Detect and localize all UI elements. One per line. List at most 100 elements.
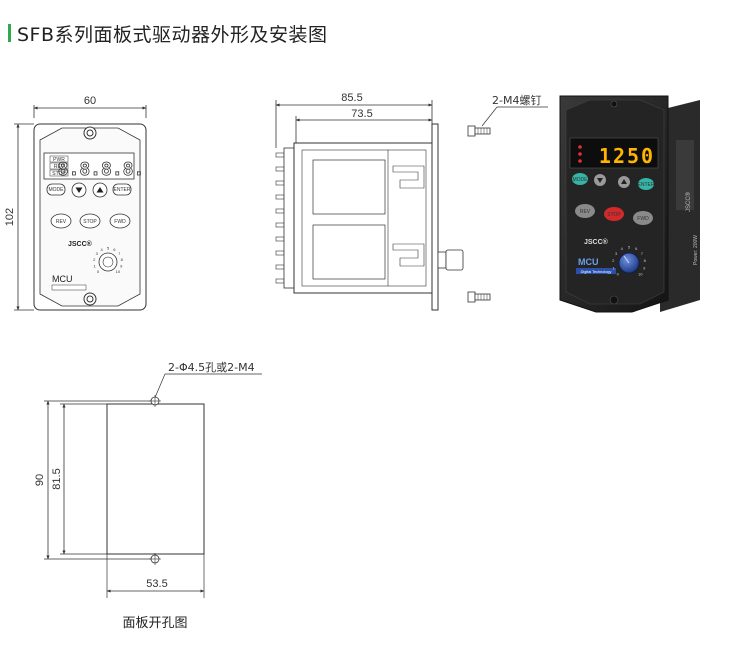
side-lower-panel: [312, 224, 386, 280]
photo-enter-label: ENTER: [638, 182, 655, 188]
knob-scale-label: 9: [120, 264, 123, 269]
front-mcu-strip: [51, 284, 87, 291]
photo-fwd-button: [633, 211, 653, 225]
knob-scale-label: 4: [621, 246, 624, 251]
front-height-label: 102: [4, 208, 16, 226]
photo-led-1: [578, 145, 582, 149]
screw-bottom-icon: [467, 291, 491, 303]
side-body-label: 73.5: [351, 108, 372, 120]
knob-scale-label: 0: [617, 272, 620, 277]
knob-scale-label: 1: [613, 265, 616, 270]
photo-fwd-label: FWD: [637, 216, 649, 222]
side-upper-clip: [392, 165, 425, 189]
front-rev-button: [50, 213, 72, 229]
terminal-pin: [275, 222, 285, 228]
photo-mcu-label: MCU: [578, 257, 599, 267]
page-title: SFB系列面板式驱动器外形及安装图: [17, 23, 328, 46]
front-fwd-label: FWD: [114, 219, 126, 225]
photo-bottom-hole-icon: [609, 295, 619, 305]
terminal-pin: [275, 166, 285, 172]
knob-scale-label: 8: [644, 258, 647, 263]
photo-side-brand: JSCC®: [685, 191, 692, 212]
side-knob-icon: [445, 249, 464, 271]
photo-stop-label: STOP: [607, 212, 621, 218]
front-stop-label: STOP: [83, 219, 97, 225]
photo-rev-button: [575, 204, 595, 218]
side-knob-base: [437, 251, 447, 269]
front-rev-label: REV: [56, 219, 67, 225]
photo-mode-label: MODE: [573, 177, 589, 183]
front-display-digits: 8.8.8.8.: [58, 159, 145, 180]
knob-scale-label: 7: [641, 251, 644, 256]
cutout-inner-height-dimension: 81.5: [51, 403, 107, 555]
knob-scale-label: 8: [121, 257, 124, 262]
photo-display-frame: [569, 137, 659, 169]
cutout-outer-height-dimension: 90: [34, 400, 151, 560]
cutout-width-dimension: 53.5: [106, 554, 205, 598]
terminal-pin: [275, 250, 285, 256]
knob-scale-label: 10: [638, 272, 643, 277]
front-mode-button: [46, 183, 66, 196]
photo-display-digits: 1250: [599, 144, 655, 168]
knob-scale-label: 9: [643, 265, 646, 270]
front-width-dimension: 60: [33, 95, 147, 118]
side-terminal-pins: [275, 152, 285, 284]
cutout-width-label: 53.5: [146, 578, 167, 590]
title-bar: SFB系列面板式驱动器外形及安装图: [8, 22, 328, 46]
front-mcu-label: MCU: [52, 274, 73, 284]
photo-led-2: [578, 152, 582, 156]
photo-down-arrow-icon: [597, 178, 603, 183]
photo-rev-label: REV: [580, 209, 591, 215]
photo-mcu-strip: [576, 268, 616, 274]
cutout-outer-height-label: 90: [34, 474, 46, 486]
front-enter-label: ENTER: [114, 187, 131, 193]
cutout-rectangle: [106, 403, 205, 555]
side-overall-dimension: 85.5: [275, 92, 433, 148]
knob-scale-label: 5: [107, 245, 110, 250]
side-lower-clip: [392, 243, 425, 267]
front-width-label: 60: [84, 95, 96, 107]
knob-scale-label: 3: [96, 251, 99, 256]
photo-mode-button: [572, 173, 588, 185]
terminal-pin: [275, 264, 285, 270]
knob-scale-label: 6: [113, 247, 116, 252]
front-stop-button: [79, 213, 101, 229]
photo-brand-logo: JSCC®: [584, 238, 609, 246]
knob-scale-label: 7: [118, 251, 121, 256]
knob-scale-label: 5: [628, 244, 631, 249]
front-view: 60 102 PWR REV STOP 8.8.8.8. MODE: [4, 95, 147, 311]
photo-top-hole-icon: [610, 100, 618, 108]
front-height-dimension: 102: [4, 123, 34, 311]
cutout-drawing: 2-Φ4.5孔或2-M4 90 81.5: [34, 361, 262, 631]
terminal-pin: [275, 278, 285, 284]
knob-scale-label: 2: [93, 257, 96, 262]
knob-scale-label: 1: [94, 264, 97, 269]
front-indicators: PWR REV STOP: [49, 155, 69, 177]
knob-scale-label: 6: [635, 246, 638, 251]
front-up-arrow-icon: [96, 187, 104, 193]
terminal-pin: [275, 236, 285, 242]
knob-scale-label: 2: [612, 258, 615, 263]
side-body-dimension: 73.5: [295, 108, 433, 148]
product-photo: JSCC® Power: 200W 1250 MODE ENTER REV ST…: [559, 95, 700, 313]
cutout-caption: 面板开孔图: [122, 616, 187, 631]
screw-top-icon: [467, 125, 491, 137]
side-front-flange: [431, 123, 439, 311]
terminal-pin: [275, 152, 285, 158]
side-view: 85.5 73.5: [275, 92, 548, 311]
terminal-pin: [275, 180, 285, 186]
photo-enter-button: [638, 178, 654, 190]
knob-scale-label: 3: [615, 251, 618, 256]
front-fwd-button: [109, 213, 131, 229]
terminal-pin: [275, 194, 285, 200]
knob-scale-label: 10: [116, 269, 121, 274]
screw-leader-line: [481, 106, 498, 127]
photo-up-arrow-icon: [621, 179, 627, 184]
title-accent-bar: [8, 24, 11, 42]
side-terminal-block: [283, 147, 295, 289]
photo-mcu-sub: Digital Technology: [581, 270, 612, 274]
cutout-inner-height-label: 81.5: [51, 468, 63, 489]
cutout-hole-label: 2-Φ4.5孔或2-M4: [168, 361, 255, 374]
